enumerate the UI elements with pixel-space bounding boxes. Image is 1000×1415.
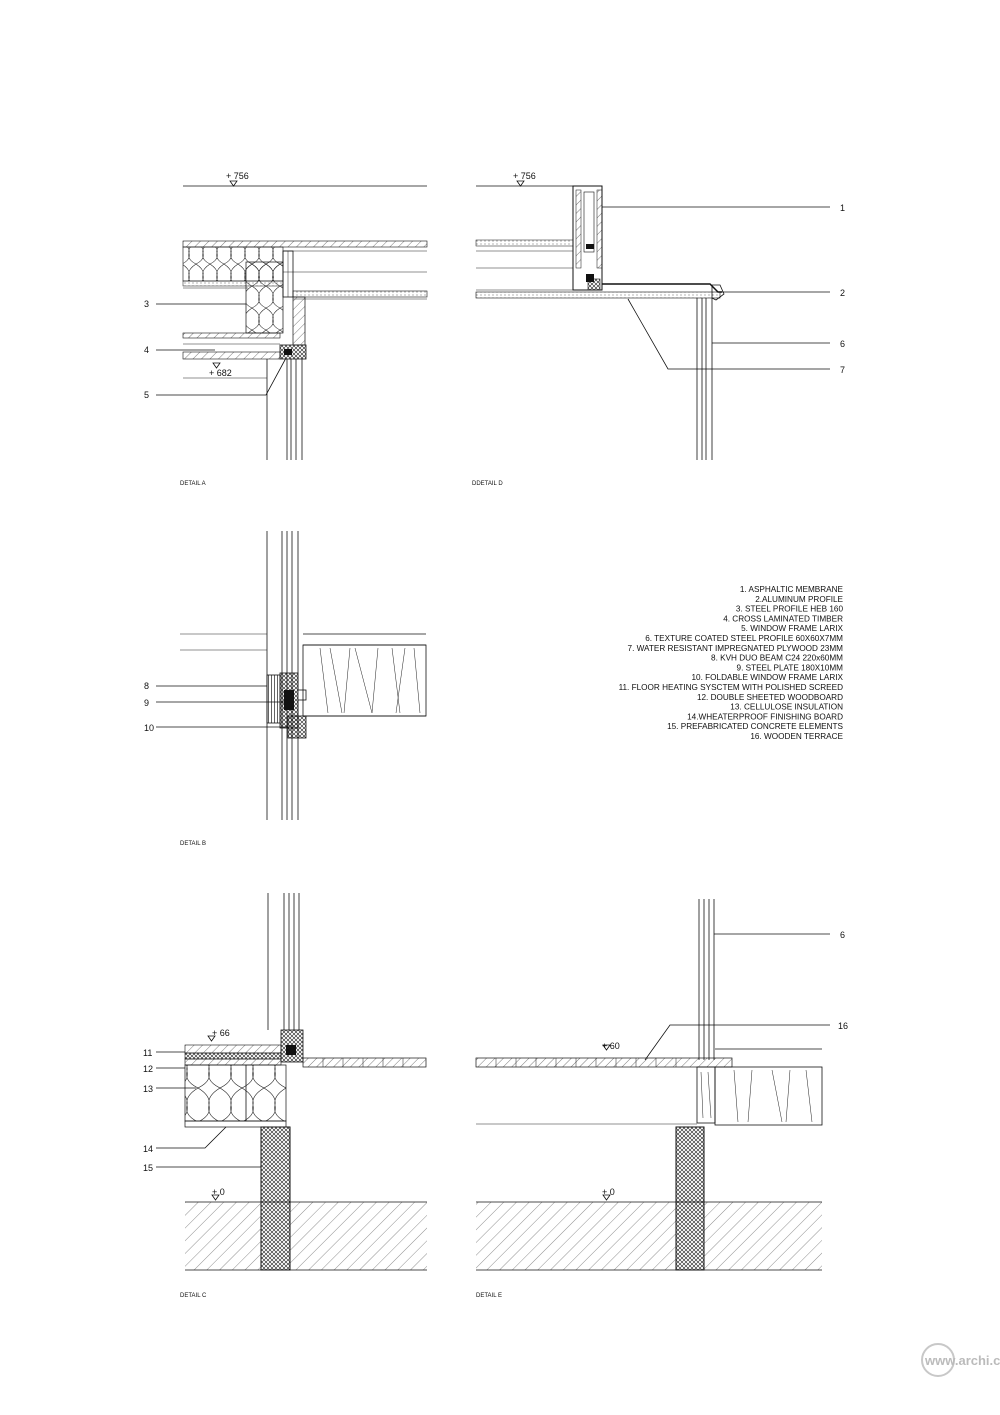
level-c-ground: + 0 [212, 1187, 225, 1197]
callout-16: 16 [838, 1021, 848, 1031]
legend-item: 11. FLOOR HEATING SYSCTEM WITH POLISHED … [619, 683, 844, 692]
legend-item: 1. ASPHALTIC MEMBRANE [740, 585, 844, 594]
legend-item: 5. WINDOW FRAME LARIX [741, 624, 843, 633]
legend-item: 12. DOUBLE SHEETED WOODBOARD [697, 693, 843, 702]
detail-c: + 66 + 0 11 12 13 14 15 DETAIL C [143, 893, 427, 1299]
detail-b: 8 9 10 DETAIL B [144, 531, 427, 847]
callout-4: 4 [144, 345, 149, 355]
level-d-top: + 756 [513, 171, 536, 181]
callout-3: 3 [144, 299, 149, 309]
callout-12: 12 [143, 1064, 153, 1074]
legend-item: 6. TEXTURE COATED STEEL PROFILE 60X60X7M… [645, 634, 843, 643]
callout-11: 11 [143, 1048, 152, 1058]
detail-a: + 756 + 682 3 4 5 [144, 171, 428, 487]
callout-2: 2 [840, 288, 845, 298]
legend-item: 14.WHEATERPROOF FINISHING BOARD [687, 712, 843, 721]
callout-1: 1 [840, 203, 845, 213]
callout-15: 15 [143, 1163, 153, 1173]
watermark-text: www.archi.cn [924, 1353, 1000, 1368]
callout-14: 14 [143, 1144, 153, 1154]
watermark-logo: www.archi.cn [921, 1343, 1000, 1377]
callout-13: 13 [143, 1084, 153, 1094]
legend-item: 7. WATER RESISTANT IMPREGNATED PLYWOOD 2… [628, 644, 844, 653]
legend-item: 15. PREFABRICATED CONCRETE ELEMENTS [667, 722, 843, 731]
detail-d: + 756 1 2 6 7 DDETAIL D [472, 171, 845, 487]
caption-detail-a: DETAIL A [180, 481, 206, 487]
level-a-top: + 756 [226, 171, 249, 181]
caption-detail-b: DETAIL B [180, 841, 206, 847]
detail-e: + 60 + 0 6 16 DETAIL E [475, 899, 848, 1299]
callout-10: 10 [144, 723, 154, 733]
callout-6: 6 [840, 339, 845, 349]
callout-6-e: 6 [840, 930, 845, 940]
legend-item: 8. KVH DUO BEAM C24 220x60MM [711, 654, 843, 663]
caption-detail-c: DETAIL C [180, 1293, 207, 1299]
legend-item: 16. WOODEN TERRACE [750, 732, 843, 741]
caption-detail-d: DDETAIL D [472, 481, 503, 487]
legend-item: 10. FOLDABLE WINDOW FRAME LARIX [692, 673, 844, 682]
level-e-floor: + 60 [602, 1041, 620, 1051]
legend-item: 3. STEEL PROFILE HEB 160 [736, 605, 844, 614]
caption-detail-e: DETAIL E [476, 1293, 502, 1299]
callout-9: 9 [144, 698, 149, 708]
legend-item: 9. STEEL PLATE 180X10MM [737, 663, 844, 672]
callout-7: 7 [840, 365, 845, 375]
callout-8: 8 [144, 681, 149, 691]
level-a-bottom: + 682 [209, 368, 232, 378]
legend-item: 4. CROSS LAMINATED TIMBER [723, 614, 843, 623]
legend-item: 2.ALUMINUM PROFILE [755, 595, 843, 604]
level-c-floor: + 66 [212, 1028, 230, 1038]
legend-item: 13. CELLULOSE INSULATION [730, 703, 843, 712]
callout-5: 5 [144, 390, 149, 400]
level-e-ground: + 0 [602, 1187, 615, 1197]
